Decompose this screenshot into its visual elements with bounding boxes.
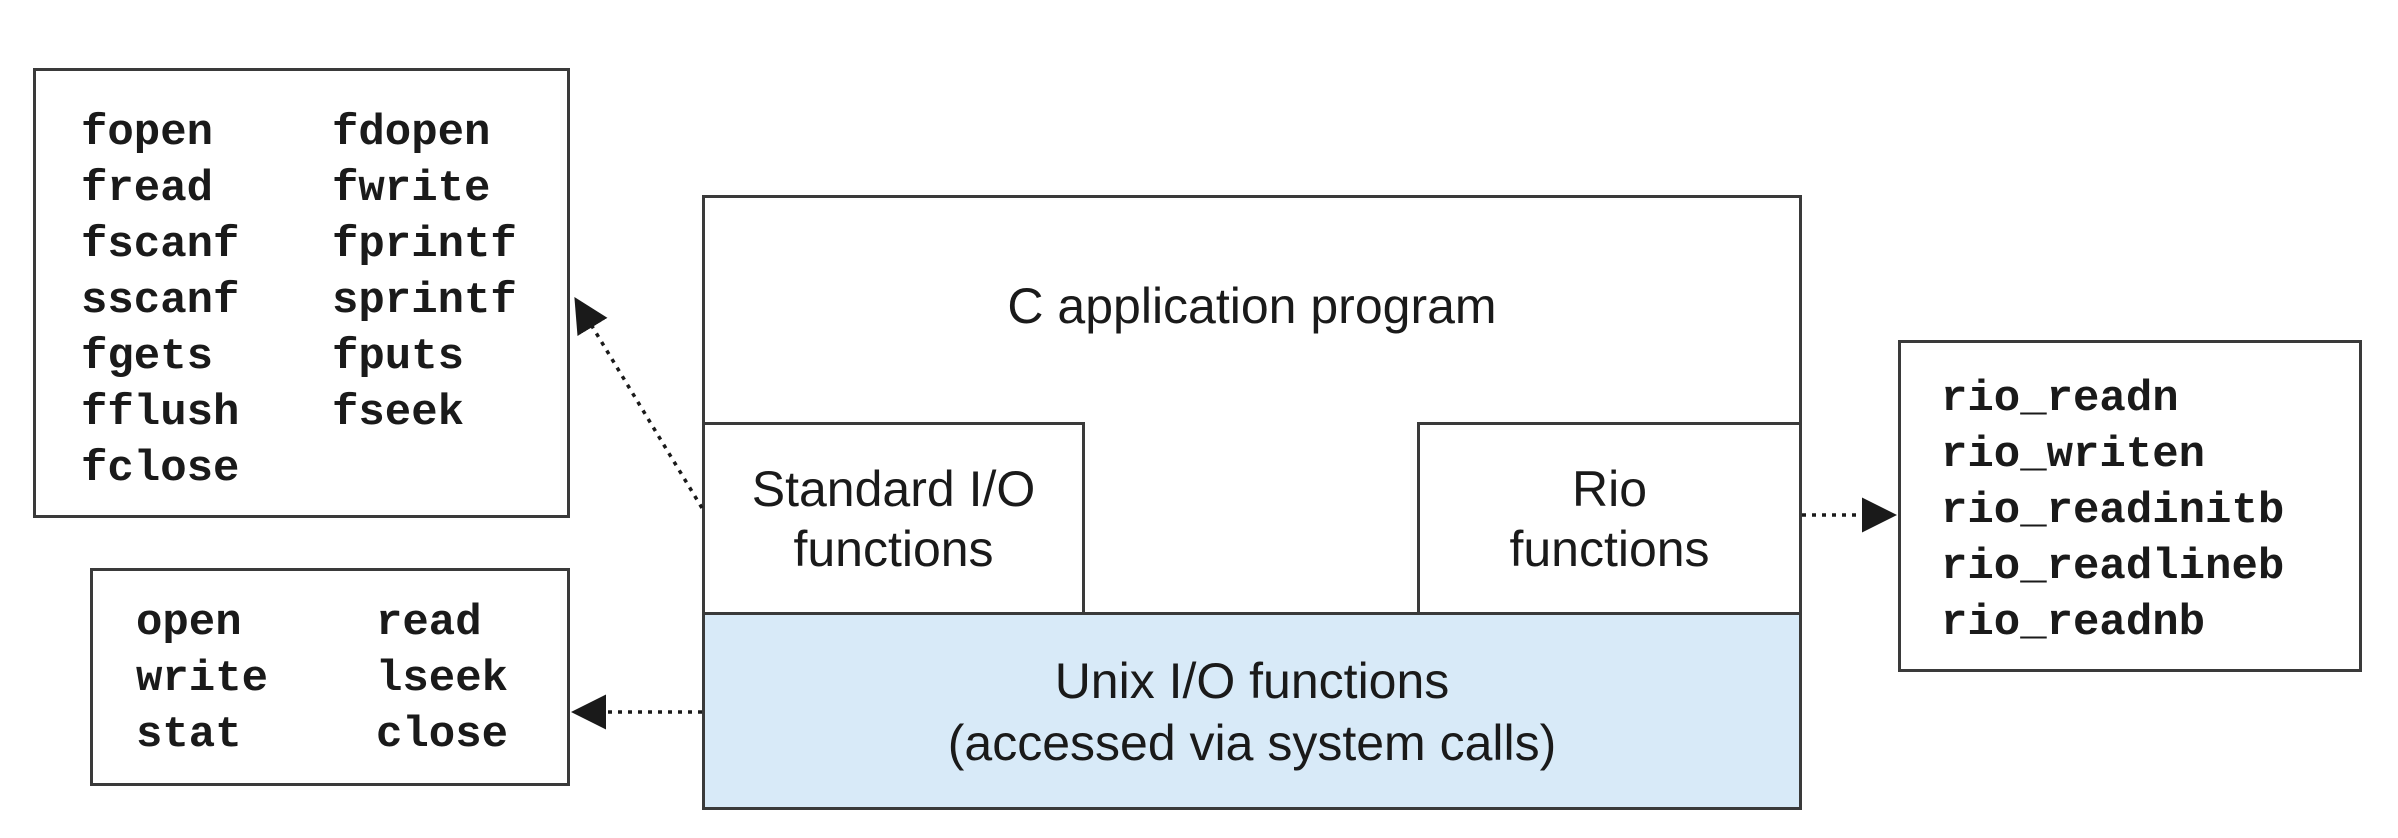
rio-label-line1: Rio [1571,461,1648,517]
stdio-functions-col2: fdopen fwrite fprintf sprintf fputs fsee… [332,105,517,441]
function-name: rio_readlineb [1941,542,2285,592]
function-name: open [136,598,242,648]
function-name: fseek [332,388,465,438]
stdio-arrow [574,297,704,509]
stdio-functions-box: fopen fread fscanf sscanf fgets fflush f… [33,68,570,518]
function-name: fopen [81,108,214,158]
function-name: fgets [81,332,214,382]
function-name: read [376,598,482,648]
standard-io-label-line2: functions [793,521,994,577]
c-application-program-label: C application program [1007,278,1497,334]
rio-label-line2: functions [1509,521,1710,577]
rio-functions-list: rio_readn rio_writen rio_readinitb rio_r… [1941,371,2284,651]
standard-io-label-line1: Standard I/O [751,461,1036,517]
function-name: close [376,710,509,760]
function-name: fclose [81,444,240,494]
unix-functions-col1: open write stat [136,595,268,763]
function-name: sprintf [332,276,517,326]
function-name: write [136,654,269,704]
standard-io-functions-box: Standard I/O functions [702,422,1085,615]
function-name: fdopen [332,108,491,158]
unix-functions-col2: read lseek close [376,595,508,763]
function-name: stat [136,710,242,760]
rio-functions-list-box: rio_readn rio_writen rio_readinitb rio_r… [1898,340,2362,672]
function-name: fscanf [81,220,240,270]
stdio-functions-col1: fopen fread fscanf sscanf fgets fflush f… [81,105,239,497]
function-name: rio_readn [1941,374,2179,424]
unix-io-label-line2: (accessed via system calls) [947,715,1557,771]
function-name: rio_readinitb [1941,486,2285,536]
function-name: lseek [376,654,509,704]
rio-functions-box: Rio functions [1417,422,1802,615]
function-name: fread [81,164,214,214]
unix-functions-box: open write stat read lseek close [90,568,570,786]
function-name: fputs [332,332,465,382]
function-name: fprintf [332,220,517,270]
function-name: fwrite [332,164,491,214]
function-name: rio_writen [1941,430,2206,480]
function-name: fflush [81,388,240,438]
function-name: sscanf [81,276,240,326]
unix-io-functions-box: Unix I/O functions (accessed via system … [702,612,1802,810]
function-name: rio_readnb [1941,598,2206,648]
unix-io-label-line1: Unix I/O functions [1054,653,1450,709]
